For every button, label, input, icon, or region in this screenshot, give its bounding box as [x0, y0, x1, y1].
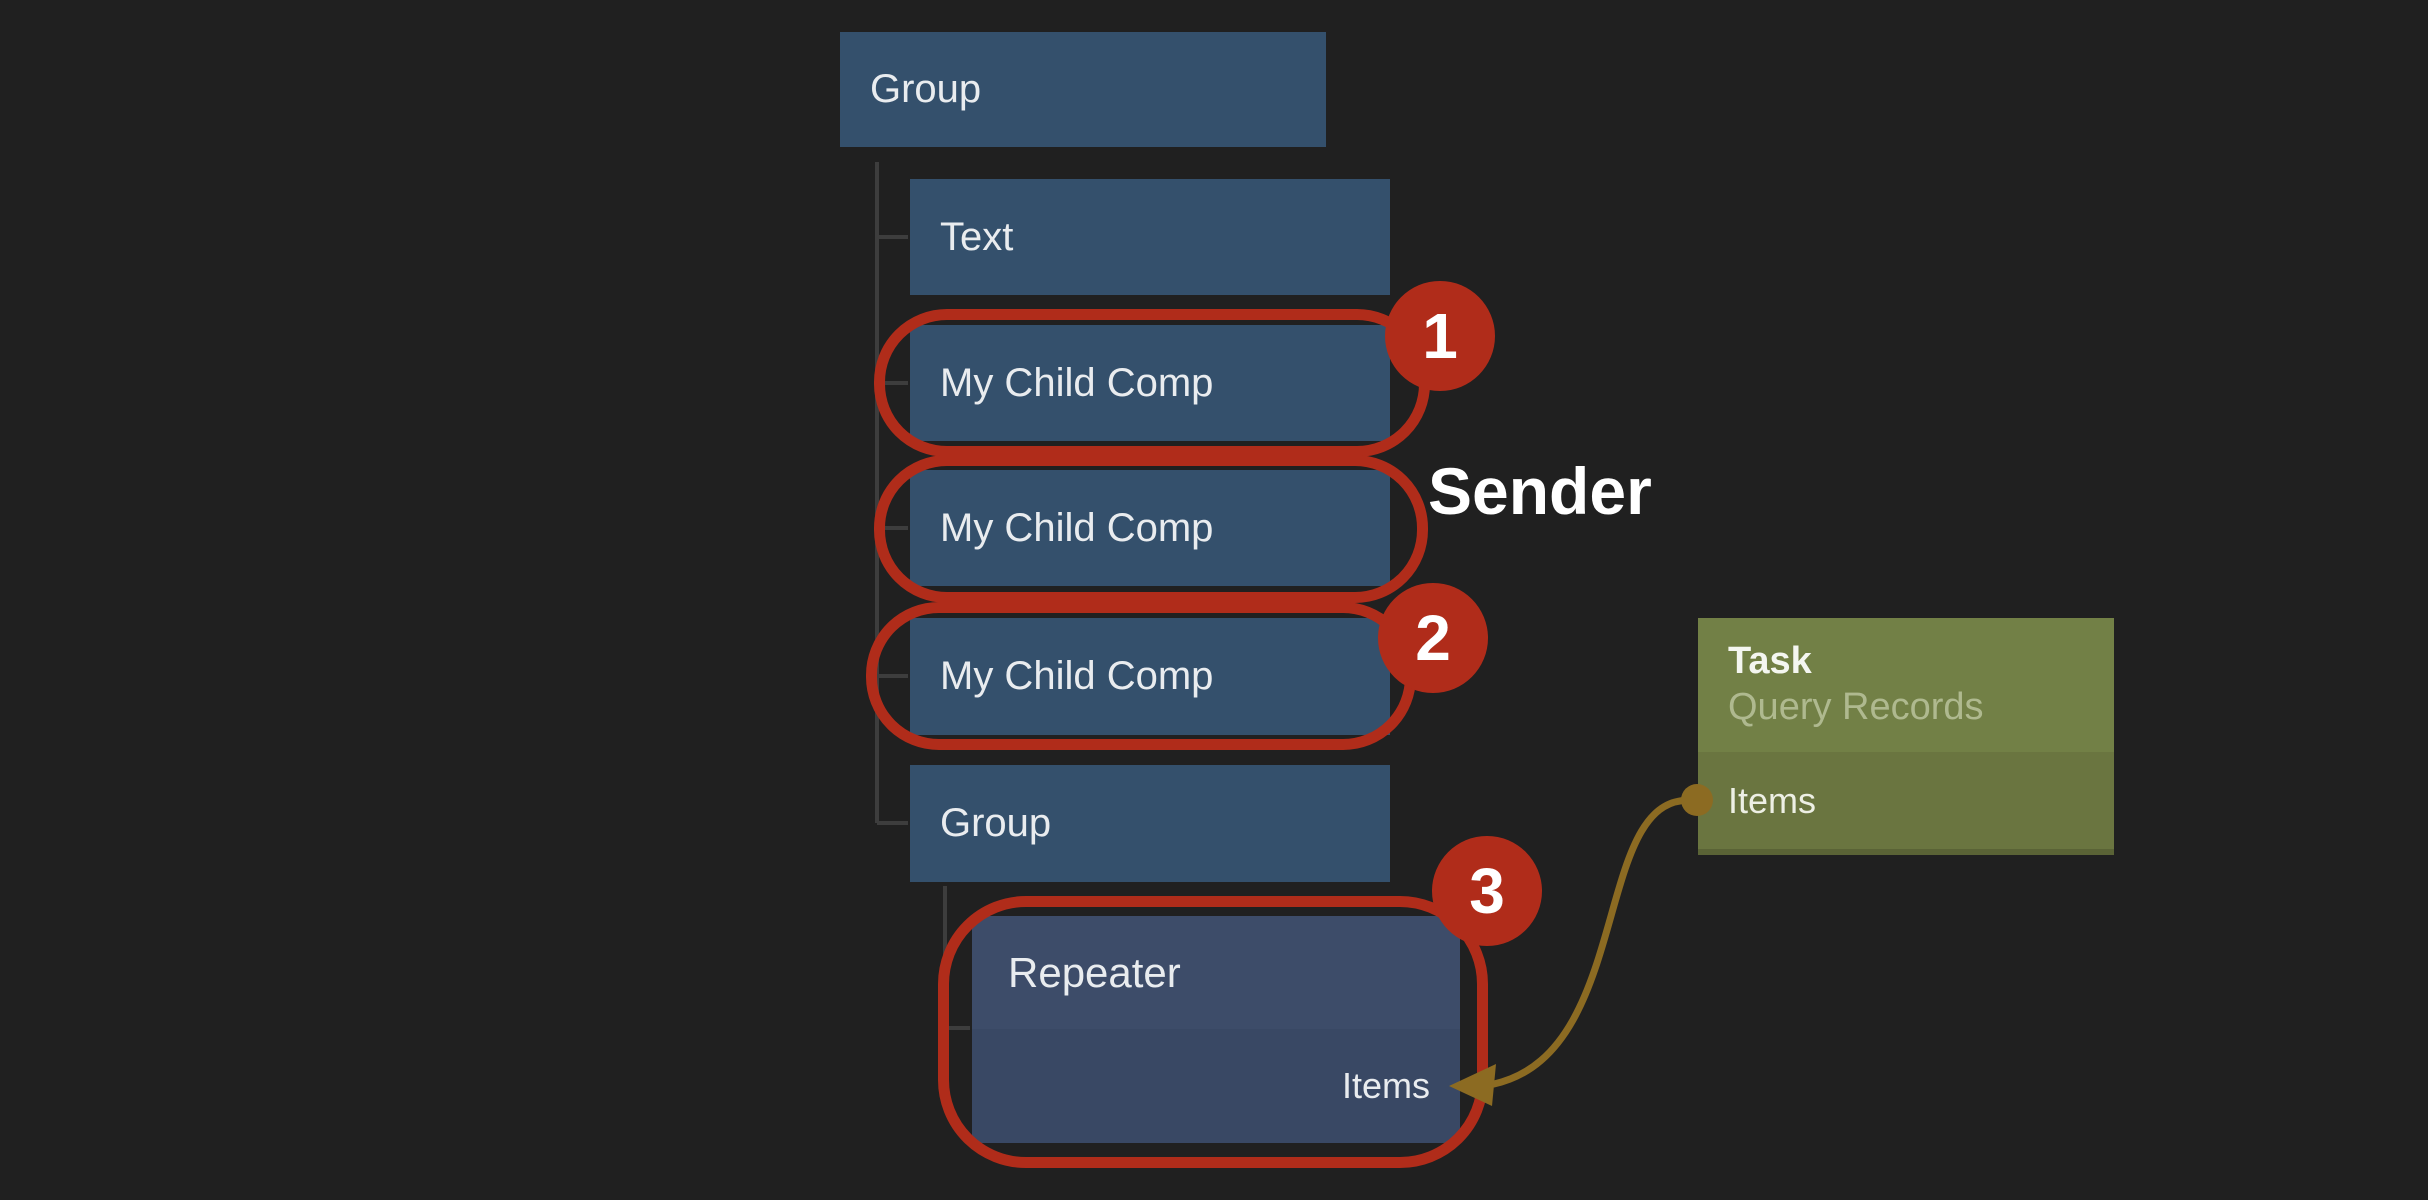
badge-number: 3: [1469, 855, 1505, 927]
annotation-circle-sender: [874, 455, 1428, 603]
tree-node-my-child-comp-1[interactable]: My Child Comp: [910, 325, 1390, 441]
tree-node-group-root[interactable]: Group: [840, 32, 1326, 147]
repeater-items-port[interactable]: Items: [972, 1029, 1460, 1143]
task-title: Task: [1728, 640, 1812, 683]
badge-number: 2: [1415, 602, 1451, 674]
badge-number: 1: [1422, 300, 1458, 372]
repeater-header: Repeater: [972, 916, 1460, 1029]
tree-node-label: Group: [940, 801, 1052, 845]
tree-node-my-child-comp-3[interactable]: My Child Comp: [910, 618, 1390, 735]
tree-node-label: My Child Comp: [940, 360, 1214, 405]
task-node[interactable]: Task Query Records Items: [1698, 618, 2114, 855]
annotation-circle-1: [874, 309, 1430, 457]
tree-node-repeater[interactable]: Repeater Items: [972, 916, 1460, 1143]
annotation-circle-2: [866, 602, 1416, 750]
binding-curve: [1490, 797, 1700, 1088]
task-header: Task Query Records: [1698, 618, 2114, 752]
annotation-badge-3: 3: [1432, 836, 1542, 946]
task-items-label: Items: [1728, 779, 1817, 821]
task-subtitle: Query Records: [1728, 686, 1984, 728]
tree-node-my-child-comp-2[interactable]: My Child Comp: [910, 470, 1390, 586]
annotation-circle-3: [938, 896, 1488, 1168]
sender-label: Sender: [1428, 454, 1652, 528]
tree-node-label: My Child Comp: [940, 654, 1214, 698]
task-items-port[interactable]: Items: [1698, 752, 2114, 855]
annotation-badge-1: 1: [1385, 281, 1495, 391]
tree-node-text[interactable]: Text: [910, 179, 1390, 295]
tree-node-group-nested[interactable]: Group: [910, 765, 1390, 882]
annotation-badge-2: 2: [1378, 583, 1488, 693]
tree-node-label: Group: [870, 67, 982, 111]
tree-node-label: Text: [940, 214, 1014, 259]
tree-node-label: My Child Comp: [940, 505, 1214, 550]
repeater-label: Repeater: [1008, 948, 1181, 996]
